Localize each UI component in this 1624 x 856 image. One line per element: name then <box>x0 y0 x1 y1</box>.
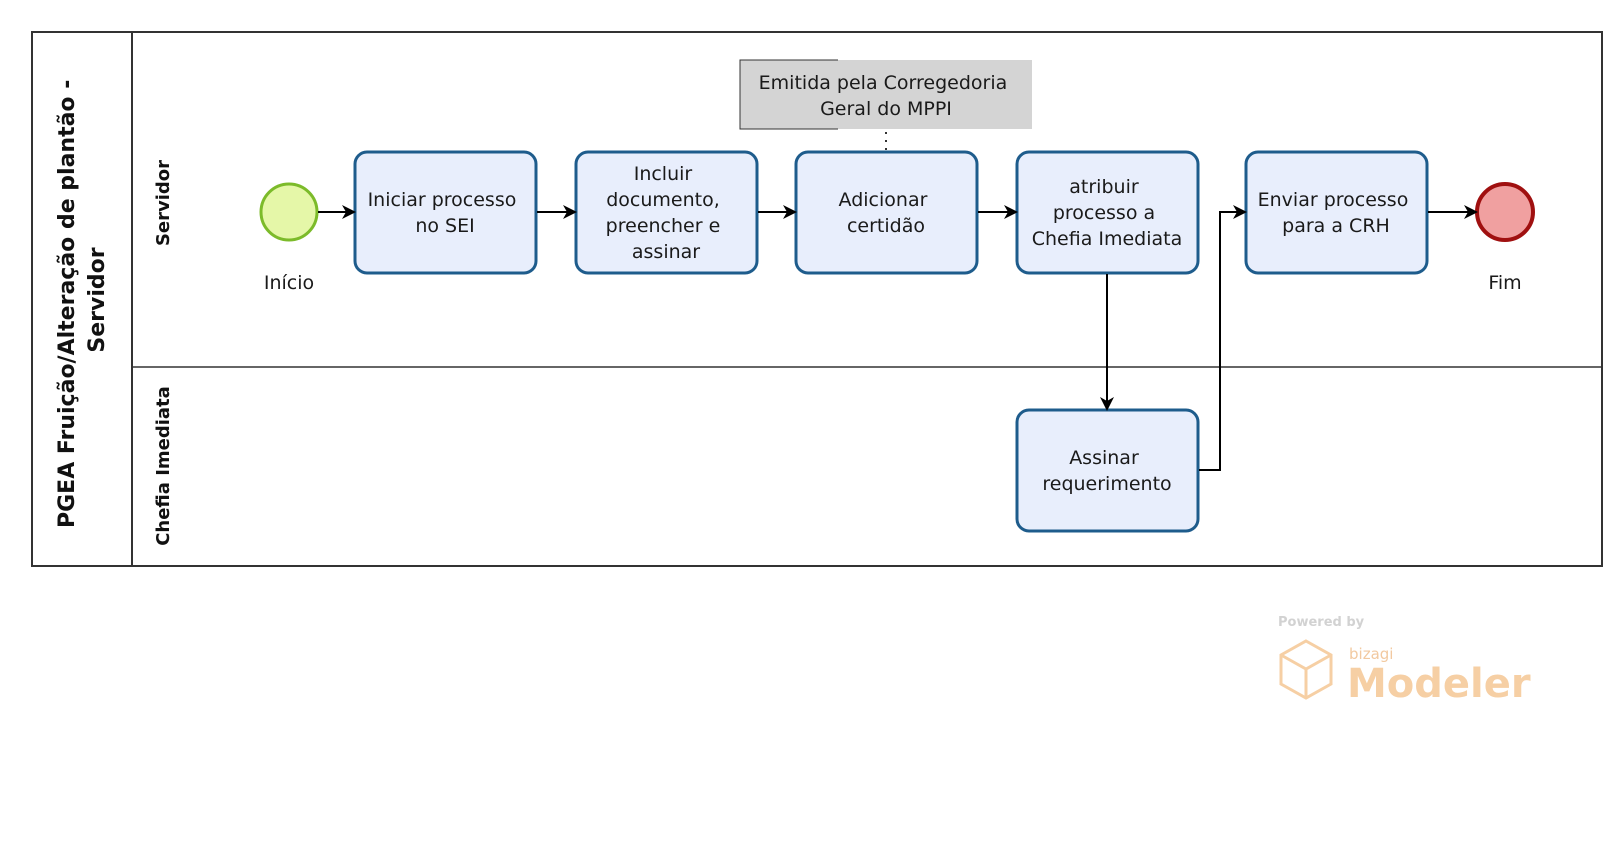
task-assinar-requerimento[interactable]: Assinar requerimento <box>1015 408 1200 533</box>
start-event-circle <box>259 182 319 242</box>
bizagi-watermark: Powered by bizagi Modeler <box>1278 615 1531 707</box>
task-label: Enviar processo para a CRH <box>1258 189 1415 237</box>
task-enviar-processo[interactable]: Enviar processo para a CRH <box>1244 150 1429 275</box>
text-annotation[interactable]: Emitida pela Corregedoria Geral do MPPI <box>739 59 1032 152</box>
task-iniciar-processo[interactable]: Iniciar processo no SEI <box>353 150 538 275</box>
annotation-bracket <box>739 59 838 130</box>
start-event[interactable]: Início <box>259 182 319 294</box>
task-label: Adicionar certidão <box>839 189 934 237</box>
task-box <box>1015 408 1200 533</box>
task-atribuir-processo[interactable]: atribuir processo a Chefia Imediata <box>1015 150 1200 275</box>
end-event-circle <box>1475 182 1535 242</box>
task-incluir-documento[interactable]: Incluir documento, preencher e assinar <box>574 150 759 275</box>
flow-assinar-to-enviar <box>1199 205 1247 471</box>
task-label: Iniciar processo no SEI <box>368 189 523 237</box>
annotation-text: Emitida pela Corregedoria Geral do MPPI <box>759 72 1014 120</box>
task-box <box>353 150 538 275</box>
bizagi-logo-icon <box>1279 639 1333 700</box>
pool-label: PGEA Fruição/Alteração de plantão - Serv… <box>55 72 110 528</box>
task-box <box>1244 150 1429 275</box>
lane-label-servidor: Servidor <box>153 160 174 246</box>
annotation-box <box>740 60 1032 129</box>
task-adicionar-certidao[interactable]: Adicionar certidão <box>794 150 979 275</box>
task-label: Assinar requerimento <box>1042 447 1171 495</box>
watermark-brand: bizagi <box>1349 645 1393 663</box>
watermark-product: Modeler <box>1347 661 1531 707</box>
start-event-label: Início <box>264 272 314 294</box>
lane-label-chefia-imediata: Chefia Imediata <box>153 386 174 546</box>
task-label: atribuir processo a Chefia Imediata <box>1032 176 1183 250</box>
watermark-powered-by: Powered by <box>1278 615 1365 630</box>
end-event-label: Fim <box>1488 272 1521 294</box>
task-label: Incluir documento, preencher e assinar <box>606 163 727 263</box>
sequence-flows <box>318 205 1478 471</box>
task-box <box>794 150 979 275</box>
